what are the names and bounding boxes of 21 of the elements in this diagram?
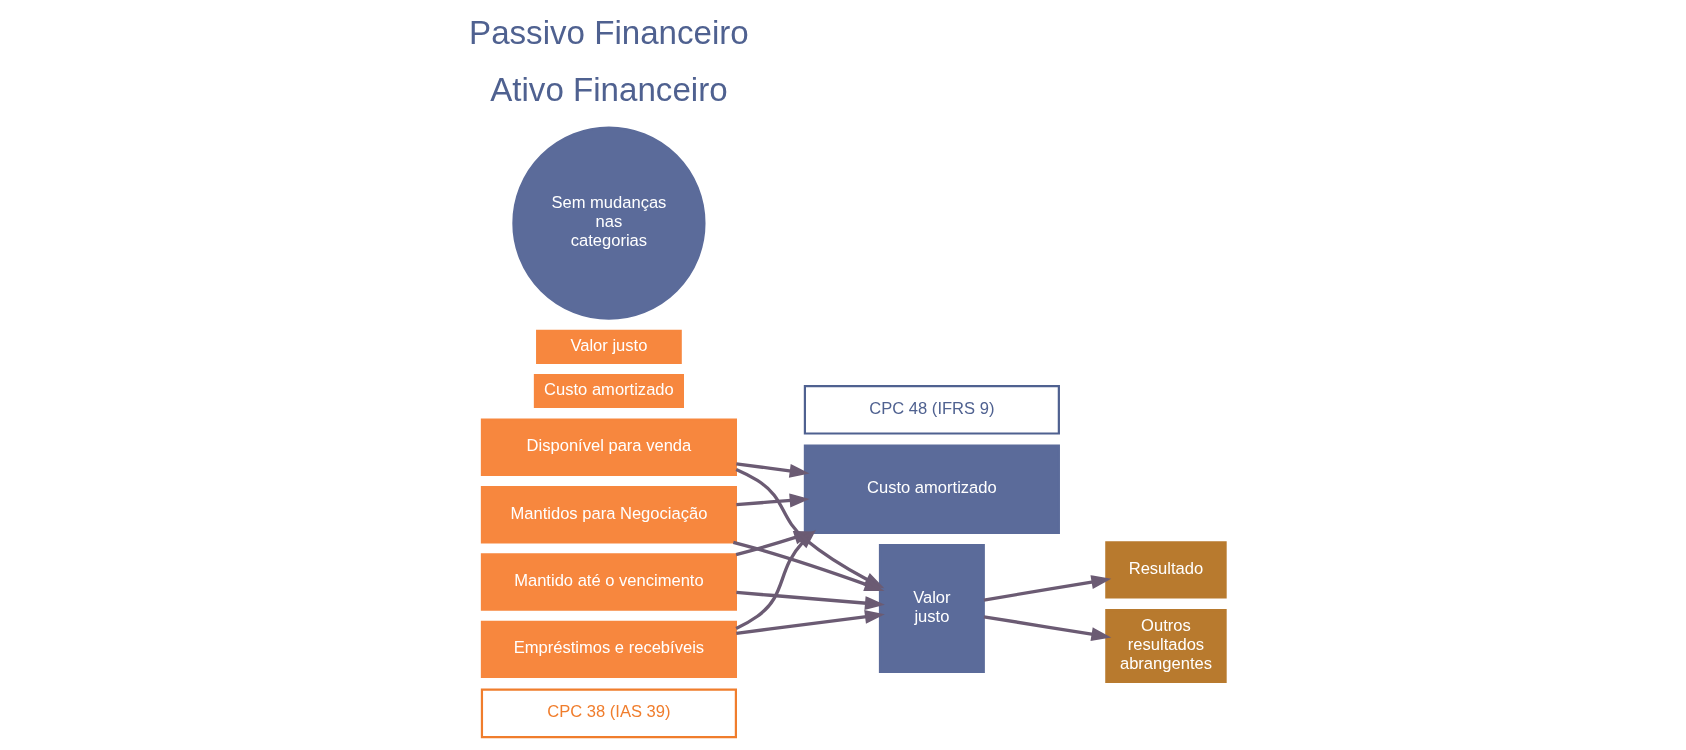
arrow: [736, 609, 885, 635]
node-box: Custo amortizado: [803, 444, 1060, 534]
node-box: CPC 38 (IAS 39): [480, 688, 737, 739]
node-box: Mantidos para Negociação: [480, 485, 737, 544]
label: Ativo Financeiro: [490, 71, 728, 109]
node-box: Custo amortizado: [533, 373, 684, 409]
node-box: Valor justo: [878, 543, 985, 674]
arrow: [983, 615, 1112, 642]
node-box: Outros resultados abrangentes: [1105, 609, 1227, 684]
node-box: Resultado: [1105, 541, 1227, 599]
node-box: Disponível para venda: [480, 418, 737, 477]
label: Passivo Financeiro: [469, 13, 749, 51]
node-box: CPC 48 (IFRS 9): [803, 384, 1060, 435]
arrow: [736, 462, 810, 478]
node-box: Empréstimos e recebíveis: [480, 620, 737, 679]
node-box: Valor justo: [536, 329, 682, 364]
node-box: Mantido até o vencimento: [480, 553, 737, 611]
arrow: [736, 493, 810, 508]
arrow: [983, 575, 1112, 602]
node-circle: Sem mudanças nas categorias: [512, 126, 706, 320]
arrow: [736, 590, 885, 611]
